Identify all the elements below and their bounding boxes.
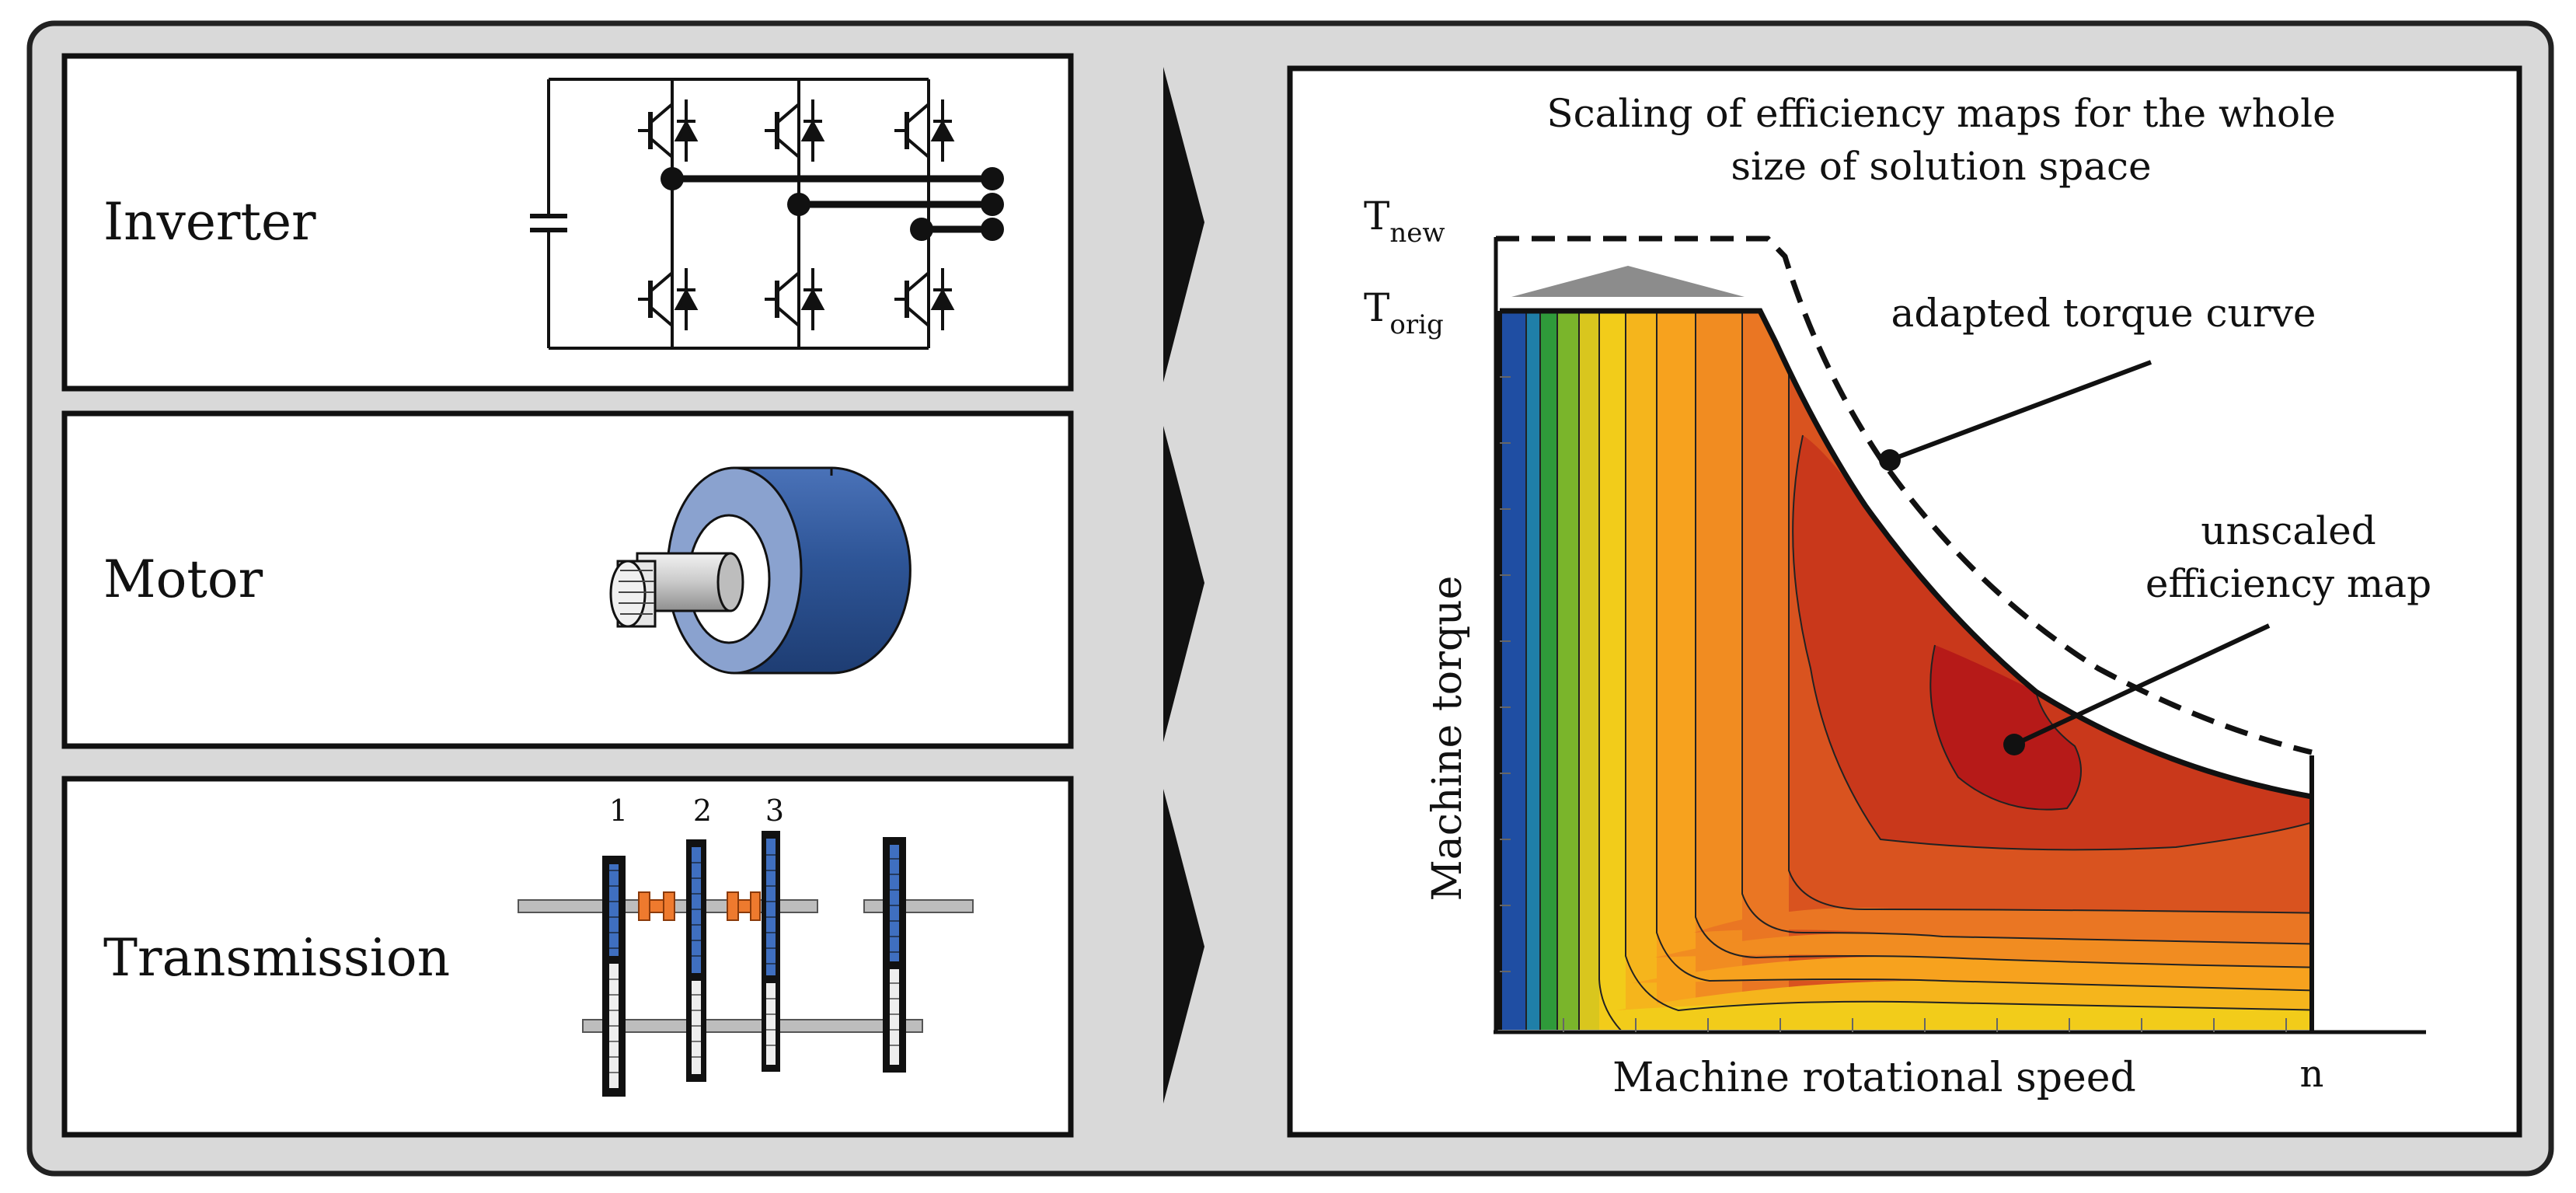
t-new-label: Tnew	[1364, 194, 1445, 249]
y-axis-label: Machine torque	[1424, 576, 1471, 902]
motor-panel: Motor	[61, 410, 1074, 749]
efficiency-contour-lines	[1525, 311, 2312, 1030]
t-orig-label: Torig	[1364, 285, 1444, 340]
inverter-label: Inverter	[103, 192, 316, 252]
phase-terminal-dots	[661, 167, 1004, 241]
adapted-torque-curve	[1496, 235, 2313, 755]
gear-2	[686, 839, 706, 1082]
annotation-map-line1: unscaled	[2201, 508, 2376, 553]
inverter-circuit-icon	[530, 78, 992, 350]
annotation-adapted-curve-leader	[1888, 360, 2152, 462]
annotation-adapted-curve: adapted torque curve	[1891, 291, 2316, 336]
n-label: n	[2300, 1052, 2324, 1096]
map-title-line2: size of solution space	[1731, 144, 2151, 189]
gear-3-number: 3	[765, 794, 784, 828]
gear-2-number: 2	[693, 794, 712, 828]
transmission-icon	[518, 831, 974, 1097]
flow-arrows	[1163, 67, 1204, 1104]
x-axis-label: Machine rotational speed	[1612, 1055, 2136, 1101]
annotation-map-line2: efficiency map	[2146, 561, 2431, 606]
annotation-map-leader	[2013, 623, 2271, 747]
map-title-line1: Scaling of efficiency maps for the whole	[1546, 91, 2335, 136]
gear-3	[762, 831, 780, 1072]
annotation-adapted-curve-dot	[1879, 449, 1901, 471]
clutch-icon	[638, 891, 761, 921]
transmission-label: Transmission	[103, 928, 450, 988]
gear-1-number: 1	[609, 794, 628, 828]
original-torque-curve	[1500, 308, 2313, 800]
inverter-panel: Inverter	[61, 53, 1074, 392]
annotation-map-dot	[2003, 734, 2025, 755]
axis-ticks	[1500, 376, 2287, 1032]
motor-icon	[609, 466, 912, 675]
transmission-panel: Transmission	[61, 776, 1074, 1138]
efficiency-map-panel: Scaling of efficiency maps for the whole…	[1287, 65, 2522, 1138]
gear-4	[883, 837, 906, 1073]
motor-label: Motor	[103, 549, 263, 609]
scaling-triangle-icon	[1511, 266, 1745, 297]
gear-1	[602, 856, 626, 1097]
